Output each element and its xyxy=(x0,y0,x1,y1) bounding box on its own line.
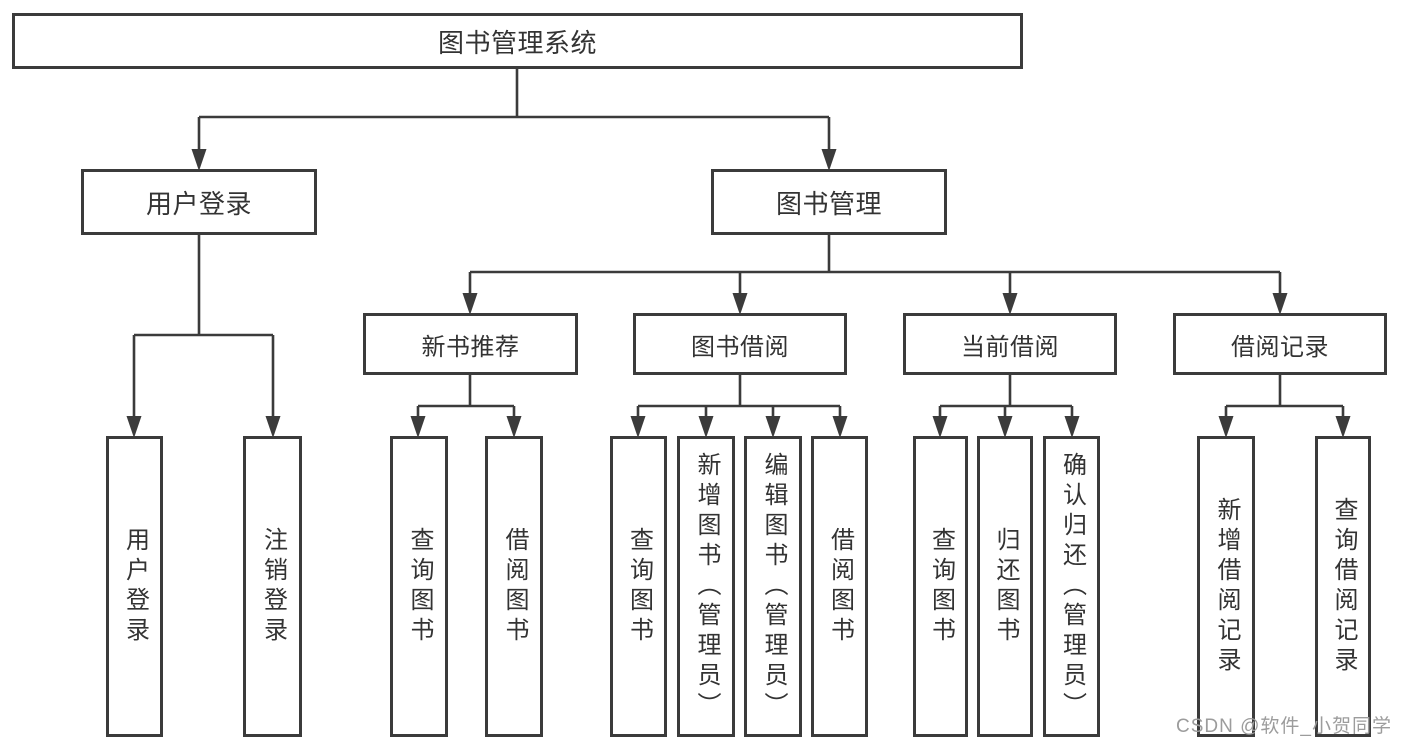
arrowhead-icon xyxy=(1218,416,1234,438)
arrowhead-icon xyxy=(191,149,207,171)
leaf-query-books-recommend: 查询图书 xyxy=(390,436,448,737)
leaf-return-books: 归还图书 xyxy=(977,436,1033,737)
node-borrow-records: 借阅记录 xyxy=(1173,313,1387,375)
leaf-borrow-books-recommend: 借阅图书 xyxy=(485,436,543,737)
node-label: 查询借阅记录 xyxy=(1330,496,1357,677)
node-label: 归还图书 xyxy=(992,526,1019,647)
node-label: 查询图书 xyxy=(625,526,653,647)
leaf-query-books-current: 查询图书 xyxy=(913,436,968,737)
arrowhead-icon xyxy=(265,416,281,438)
arrowhead-icon xyxy=(126,416,142,438)
node-label: 当前借阅 xyxy=(961,333,1059,361)
arrowhead-icon xyxy=(821,149,837,171)
node-new-book-recommend: 新书推荐 xyxy=(363,313,578,375)
arrowhead-icon xyxy=(732,293,748,315)
arrowhead-icon xyxy=(1064,416,1080,438)
node-user-login: 用户登录 xyxy=(81,169,317,235)
node-label: 图书管理系统 xyxy=(437,27,597,58)
node-label: 图书借阅 xyxy=(691,333,789,361)
leaf-confirm-return-admin: 确认归还（管理员） xyxy=(1043,436,1100,737)
arrowhead-icon xyxy=(765,416,781,438)
arrowhead-icon xyxy=(997,416,1013,438)
leaf-add-borrow-record: 新增借阅记录 xyxy=(1197,436,1255,737)
arrowhead-icon xyxy=(698,416,714,438)
node-library-management-system: 图书管理系统 xyxy=(12,13,1023,69)
arrowhead-icon xyxy=(1002,293,1018,315)
arrowhead-icon xyxy=(932,416,948,438)
arrowhead-icon xyxy=(1335,416,1351,438)
arrowhead-icon xyxy=(832,416,848,438)
arrowhead-icon xyxy=(1272,293,1288,315)
node-label: 新增图书（管理员） xyxy=(693,451,720,722)
node-book-borrow: 图书借阅 xyxy=(633,313,847,375)
leaf-logout: 注销登录 xyxy=(243,436,302,737)
arrowhead-icon xyxy=(410,416,426,438)
arrowhead-icon xyxy=(630,416,646,438)
leaf-user-login: 用户登录 xyxy=(106,436,163,737)
node-label: 借阅图书 xyxy=(826,526,854,647)
node-book-management: 图书管理 xyxy=(711,169,947,235)
node-label: 借阅记录 xyxy=(1231,333,1329,361)
node-label: 确认归还（管理员） xyxy=(1058,451,1086,722)
node-label: 新书推荐 xyxy=(421,333,520,361)
node-label: 用户登录 xyxy=(145,188,252,219)
node-label: 用户登录 xyxy=(121,526,149,647)
node-current-borrow: 当前借阅 xyxy=(903,313,1117,375)
watermark-text: CSDN @软件_小贺同学 xyxy=(1176,716,1392,737)
node-label: 图书管理 xyxy=(775,188,882,219)
leaf-edit-books-admin: 编辑图书（管理员） xyxy=(744,436,802,737)
leaf-query-books: 查询图书 xyxy=(610,436,667,737)
arrowhead-icon xyxy=(462,293,478,315)
node-label: 借阅图书 xyxy=(501,526,528,647)
node-label: 注销登录 xyxy=(259,526,287,647)
arrowhead-icon xyxy=(506,416,522,438)
node-label: 编辑图书（管理员） xyxy=(760,451,787,722)
leaf-add-books-admin: 新增图书（管理员） xyxy=(677,436,735,737)
leaf-query-borrow-record: 查询借阅记录 xyxy=(1315,436,1371,737)
node-label: 新增借阅记录 xyxy=(1213,496,1240,677)
node-label: 查询图书 xyxy=(406,526,433,647)
node-label: 查询图书 xyxy=(927,526,955,647)
leaf-borrow-books: 借阅图书 xyxy=(811,436,868,737)
